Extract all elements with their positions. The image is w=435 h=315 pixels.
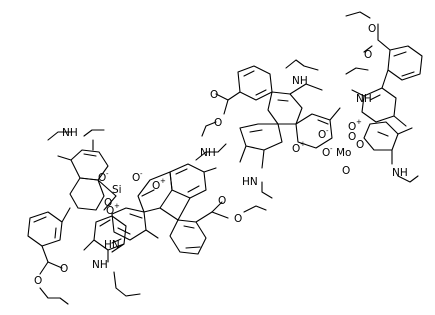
label-nh-1b: NH xyxy=(92,259,108,271)
label-nh-4b: NH xyxy=(392,167,408,179)
label-ester-o-1a: O xyxy=(34,275,42,287)
label-hn-3: HN xyxy=(242,176,258,188)
label-charge-3: + xyxy=(300,140,306,148)
rhodamine-cation-2 xyxy=(111,143,267,255)
label-si-o-bottom: O xyxy=(104,197,112,209)
label-ester-o-2a: O xyxy=(218,195,226,207)
label-nh-2: NH xyxy=(200,147,216,159)
label-o-plus-1: O xyxy=(106,205,114,217)
label-si-o-left-charge: - xyxy=(106,170,109,178)
label-o-plus-4: O xyxy=(348,121,356,133)
label-hn-1: HN xyxy=(104,239,120,251)
label-ester-o-4a: O xyxy=(368,23,376,35)
label-mo: Mo xyxy=(336,147,351,159)
label-o-plus-2: O xyxy=(152,180,160,192)
label-ester-o-1b: O xyxy=(60,263,68,275)
label-charge-2: + xyxy=(160,177,166,185)
label-mo-o-3: O xyxy=(356,139,364,151)
rhodamine-cation-3 xyxy=(201,59,341,199)
label-o-plus-3: O xyxy=(292,143,300,155)
label-si: Si xyxy=(112,184,122,196)
label-mo-o-1: O xyxy=(318,129,326,141)
label-ester-o-4b: O xyxy=(364,49,372,61)
label-mo-o-1-charge: - xyxy=(326,127,329,135)
label-mo-o-2-charge: - xyxy=(330,145,333,153)
label-mo-o-5: O xyxy=(348,131,356,143)
label-ester-o-3b: O xyxy=(214,117,222,129)
label-nh-4: NH xyxy=(356,93,372,105)
label-mo-o-4: O xyxy=(342,165,350,177)
label-si-o-right-charge: - xyxy=(140,170,143,178)
label-ester-o-3a: O xyxy=(210,89,218,101)
label-mo-o-2: O xyxy=(322,147,330,159)
atom-labels: NH O + Si O - O - O O O NH HN NH O + O O… xyxy=(34,23,408,287)
label-nh-1: NH xyxy=(62,127,78,139)
label-si-o-right: O xyxy=(132,172,140,184)
rhodamine-cation-4 xyxy=(345,11,423,183)
label-nh-3: NH xyxy=(292,75,308,87)
rhodamine-cation-1 xyxy=(27,129,141,305)
label-charge-4: + xyxy=(356,118,362,126)
label-si-o-left: O xyxy=(98,172,106,184)
label-charge-1: + xyxy=(114,202,120,210)
label-ester-o-2b: O xyxy=(234,213,242,225)
